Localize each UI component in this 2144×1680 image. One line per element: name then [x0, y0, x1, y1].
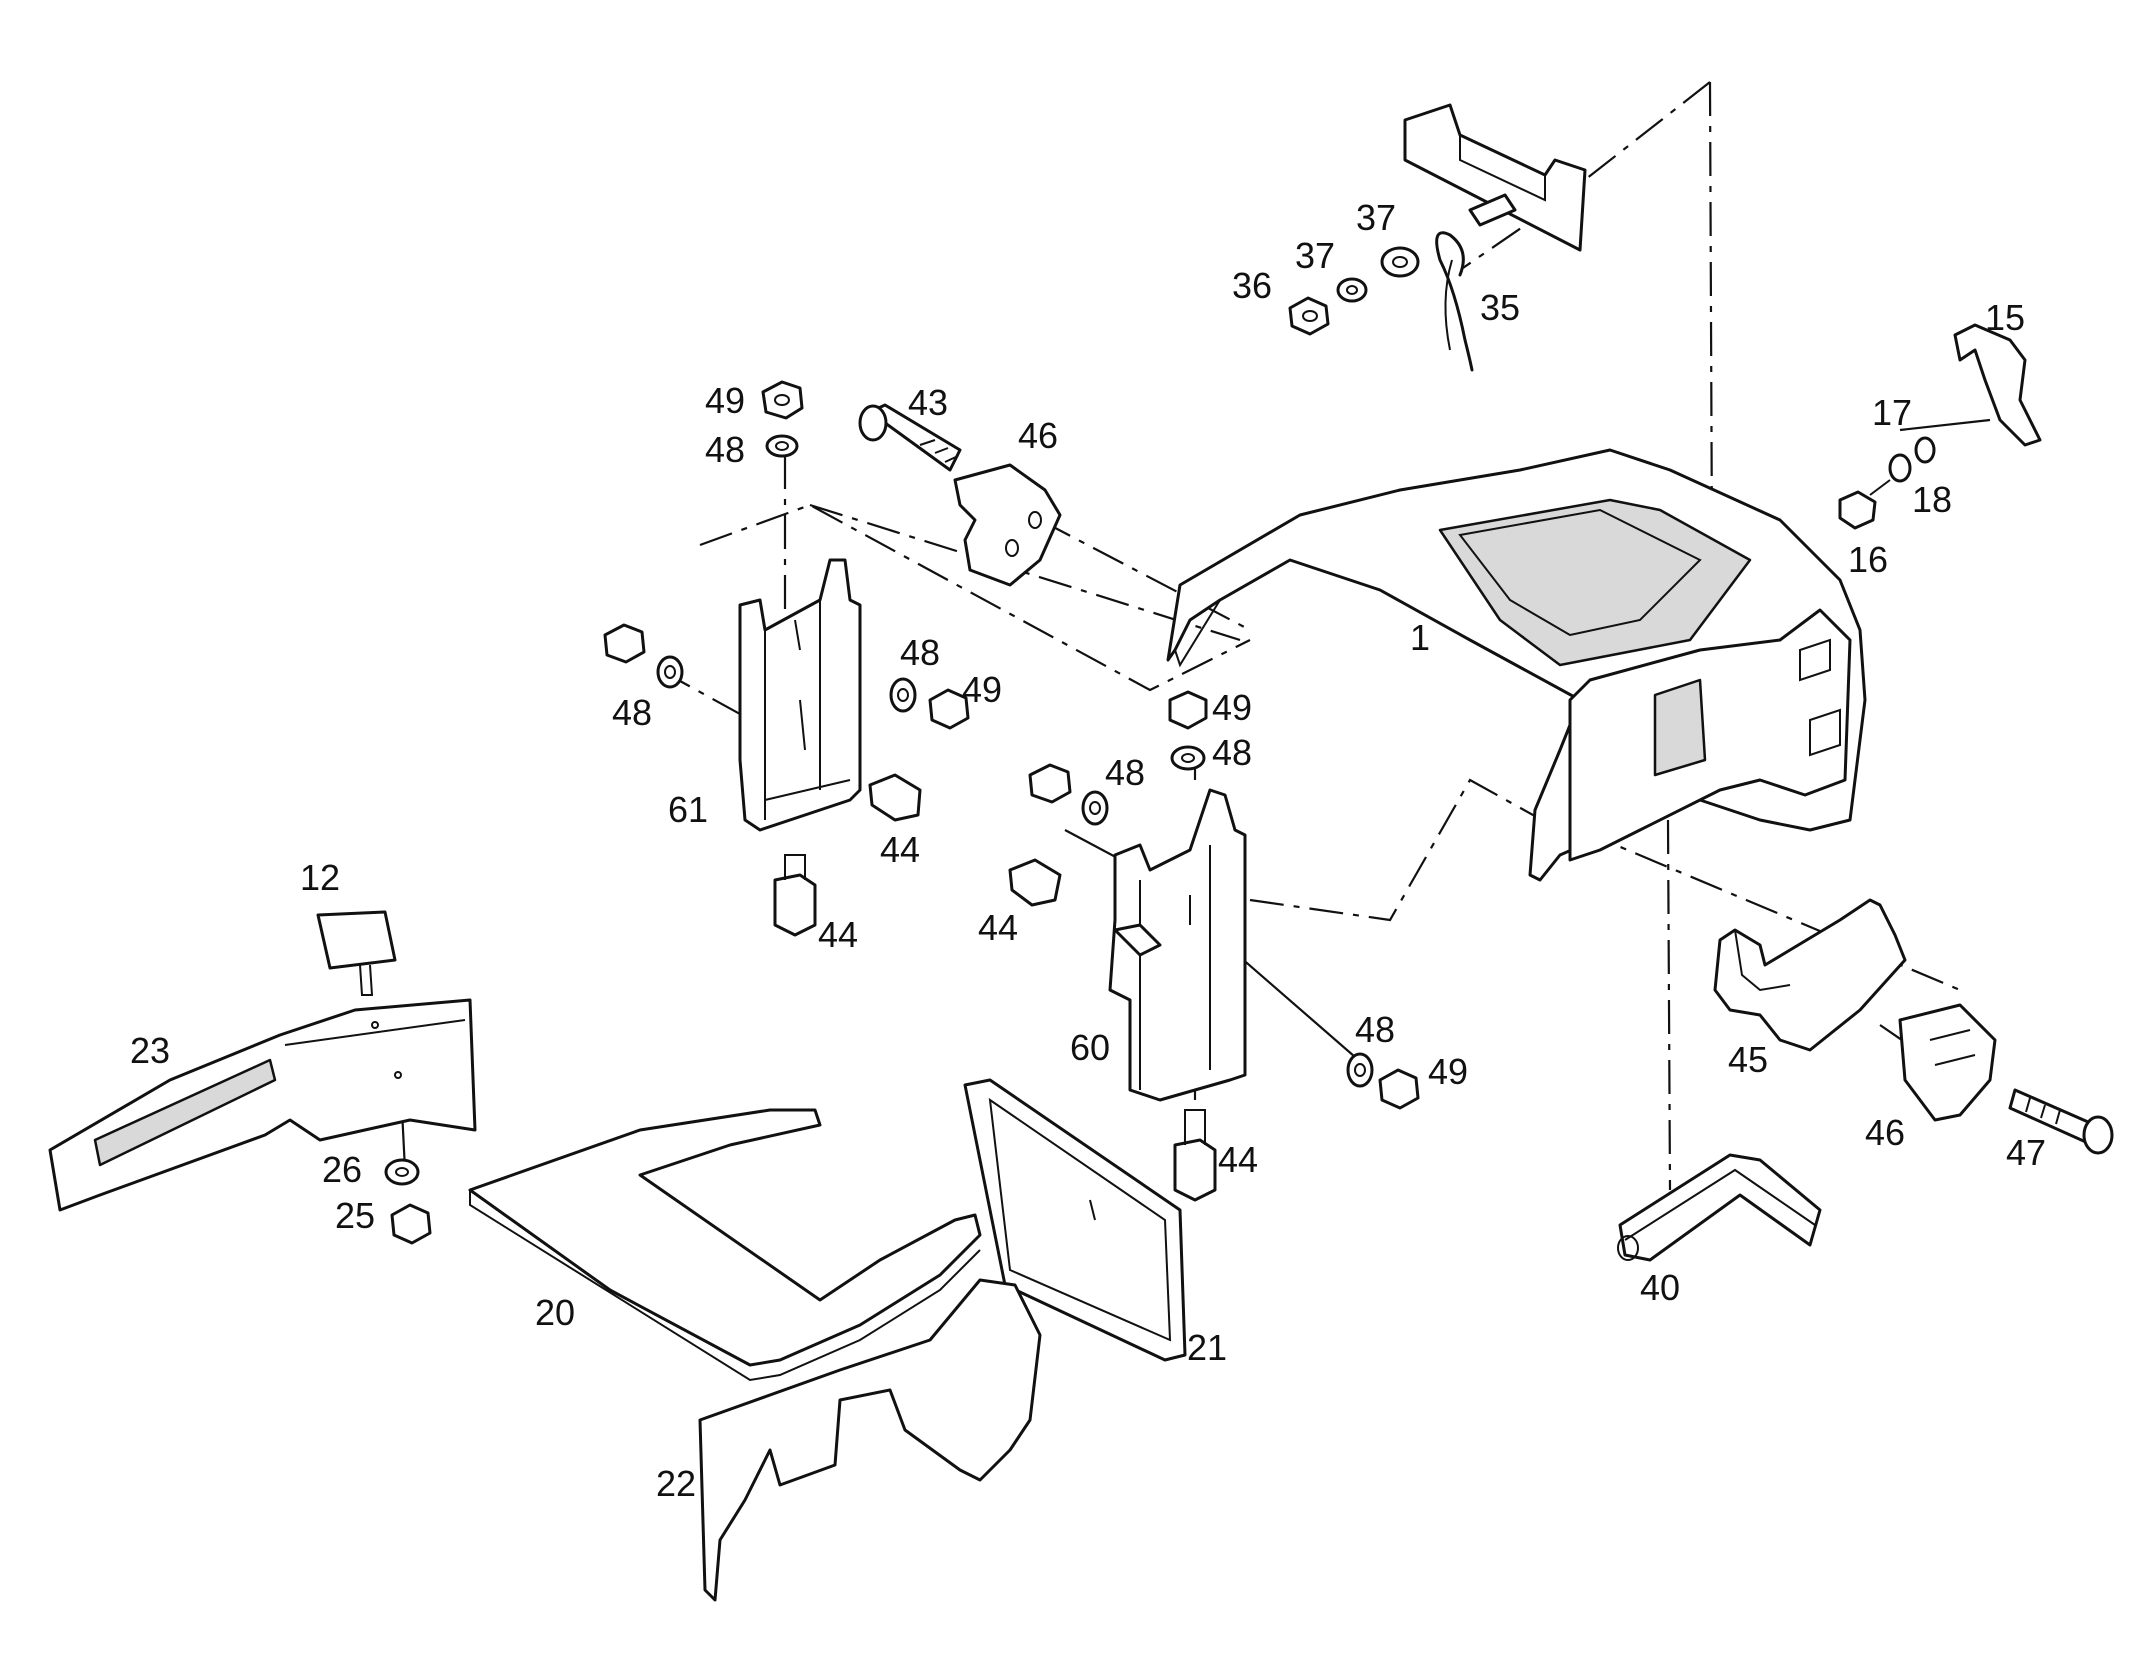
- callout-49b: 49: [962, 669, 1002, 710]
- callout-45: 45: [1728, 1039, 1768, 1080]
- callout-47: 47: [2006, 1132, 2046, 1173]
- callout-60: 60: [1070, 1027, 1110, 1068]
- washer-17: [1914, 436, 1936, 464]
- callout-49c: 49: [1212, 687, 1252, 728]
- panel-21: [963, 1078, 1187, 1362]
- callout-49d: 49: [1428, 1051, 1468, 1092]
- bracket-60: [1108, 788, 1247, 1102]
- washer-26: [384, 1158, 420, 1186]
- bracket-46-lower: [1898, 1003, 1997, 1122]
- nut-49-mid-right: [1168, 690, 1208, 730]
- callout-36: 36: [1232, 265, 1272, 306]
- clip-15: [1953, 323, 2042, 447]
- callout-15: 15: [1985, 297, 2025, 338]
- callout-21: 21: [1187, 1327, 1227, 1368]
- mounting-rail: [1403, 103, 1587, 252]
- screw-16: [1838, 479, 1891, 530]
- callout-18: 18: [1912, 479, 1952, 520]
- main-housing: [1166, 448, 1867, 882]
- callout-labels: 1 12 15 16 17 18 20 21 22 23 25 26 35 36…: [130, 197, 2046, 1504]
- bolt-43: [858, 403, 962, 472]
- seal-20: [468, 1108, 982, 1382]
- callout-25: 25: [335, 1195, 375, 1236]
- callout-37a: 37: [1295, 235, 1335, 276]
- bracket-46-upper: [953, 463, 1062, 587]
- bolt-47: [2008, 1088, 2114, 1155]
- stud-44-c: [1008, 858, 1062, 907]
- cover-plate-12: [316, 910, 397, 996]
- nut-49-low: [1378, 1068, 1420, 1110]
- callout-48f: 48: [1355, 1009, 1395, 1050]
- callout-17: 17: [1872, 392, 1912, 433]
- shield-23: [48, 998, 477, 1212]
- gasket-40: [1617, 1153, 1822, 1262]
- callout-48c: 48: [900, 632, 940, 673]
- stud-44-a: [868, 773, 922, 822]
- callout-43: 43: [908, 382, 948, 423]
- callout-23: 23: [130, 1030, 170, 1071]
- callout-40: 40: [1640, 1267, 1680, 1308]
- callout-20: 20: [535, 1292, 575, 1333]
- callout-22: 22: [656, 1463, 696, 1504]
- callout-44d: 44: [1218, 1139, 1258, 1180]
- callout-44a: 44: [880, 829, 920, 870]
- callout-46b: 46: [1865, 1112, 1905, 1153]
- bracket-61: [738, 558, 862, 832]
- callout-44b: 44: [818, 914, 858, 955]
- callout-12: 12: [300, 857, 340, 898]
- callout-48a: 48: [705, 429, 745, 470]
- nut-left: [603, 623, 646, 664]
- washer-18: [1888, 453, 1912, 483]
- callout-26: 26: [322, 1149, 362, 1190]
- nut-49-top: [761, 380, 804, 420]
- callout-46a: 46: [1018, 415, 1058, 456]
- bracket-45: [1713, 898, 1907, 1052]
- panel-22: [698, 1278, 1042, 1602]
- callout-61: 61: [668, 789, 708, 830]
- callout-44c: 44: [978, 907, 1018, 948]
- nut-25: [390, 1203, 432, 1245]
- callout-48e: 48: [1212, 732, 1252, 773]
- stud-44-b: [773, 854, 817, 937]
- washers-48: [656, 434, 1374, 1088]
- nut-center: [1028, 763, 1072, 804]
- callout-16: 16: [1848, 539, 1888, 580]
- stud-44-d: [1173, 1109, 1217, 1202]
- callout-1: 1: [1410, 617, 1430, 658]
- ground-cable-assembly: [1288, 193, 1517, 372]
- callout-48b: 48: [612, 692, 652, 733]
- callout-49a: 49: [705, 380, 745, 421]
- callout-35: 35: [1480, 287, 1520, 328]
- nut-49-mid-left: [928, 688, 970, 730]
- callout-37b: 37: [1356, 197, 1396, 238]
- callout-48d: 48: [1105, 752, 1145, 793]
